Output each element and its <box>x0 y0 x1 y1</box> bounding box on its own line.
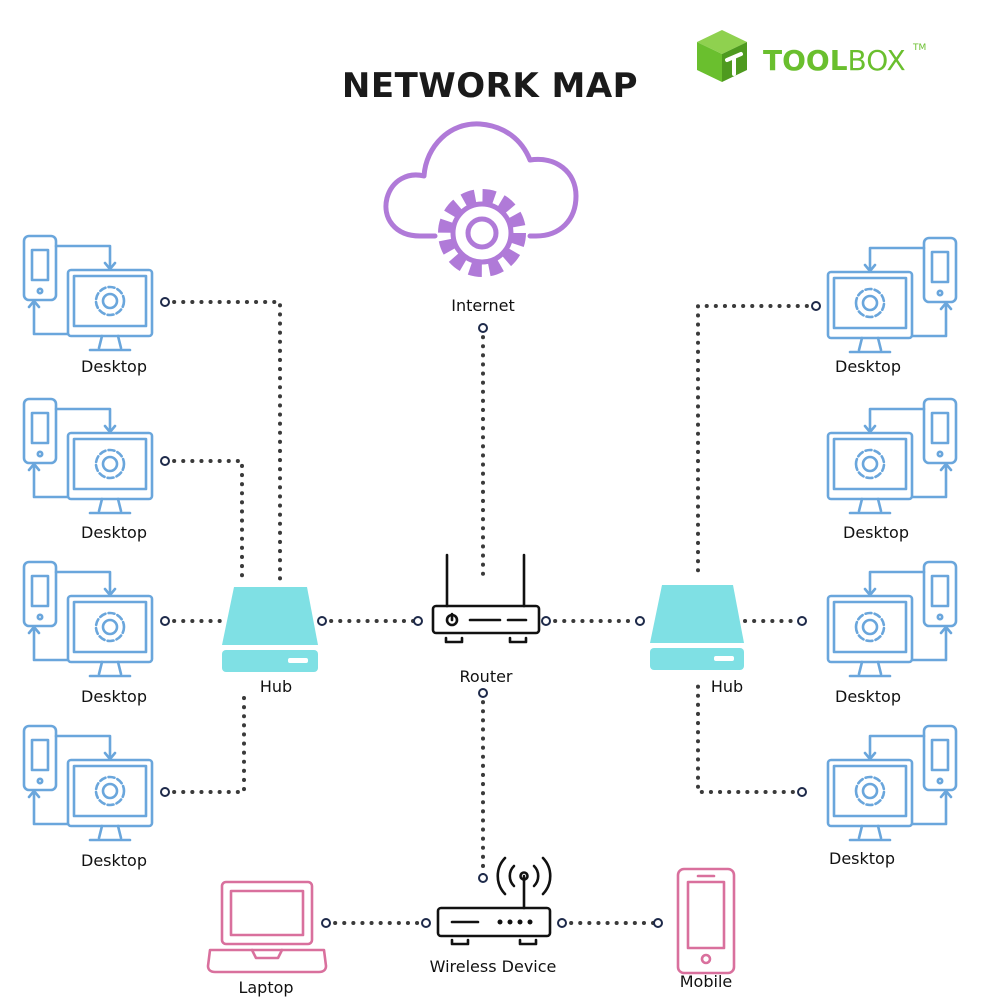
hub-right-label: Hub <box>711 677 743 696</box>
laptop-icon <box>206 880 328 974</box>
laptop-label: Laptop <box>238 978 293 997</box>
desktop-phone-sync-icon <box>826 397 958 515</box>
brand-name-bold: TOOL <box>763 44 848 77</box>
desktop-phone-sync-icon <box>22 397 154 515</box>
internet-label: Internet <box>451 296 515 315</box>
desktop-right-4: Desktop <box>826 724 958 868</box>
mobile-node: Mobile <box>676 867 736 991</box>
desktop-label: Desktop <box>81 523 147 542</box>
link-desktop8-hub-right <box>696 676 804 794</box>
link-desktop2-hub-left <box>163 459 244 582</box>
desktop-label: Desktop <box>829 849 895 868</box>
brand-name-light: BOX <box>848 44 906 77</box>
brand-wordmark: TOOLBOX <box>763 44 906 77</box>
internet-node: Internet <box>383 121 579 315</box>
cloud-gear-icon <box>383 121 579 277</box>
desktop-left-4: Desktop <box>22 724 154 870</box>
router-icon <box>431 553 541 644</box>
desktop-label: Desktop <box>81 851 147 870</box>
hub-left-label: Hub <box>260 677 292 696</box>
desktop-phone-sync-icon <box>826 724 958 842</box>
desktop-label: Desktop <box>835 687 901 706</box>
desktop-phone-sync-icon <box>826 560 958 678</box>
wireless-access-point-icon <box>436 856 552 946</box>
desktop-phone-sync-icon <box>22 560 154 678</box>
hub-icon <box>650 585 744 670</box>
hub-right-node: Hub <box>650 585 744 696</box>
hub-left-node: Hub <box>222 587 318 696</box>
desktop-right-3: Desktop <box>826 560 958 706</box>
desktop-label: Desktop <box>81 687 147 706</box>
laptop-node: Laptop <box>206 880 328 997</box>
desktop-phone-sync-icon <box>22 234 154 352</box>
hub-icon <box>222 587 318 672</box>
desktop-left-3: Desktop <box>22 560 154 706</box>
desktop-left-2: Desktop <box>22 397 154 542</box>
link-desktop4-hub-left <box>163 688 246 794</box>
cube-logo-icon <box>697 30 747 82</box>
desktop-right-1: Desktop <box>826 236 958 376</box>
wireless-device-label: Wireless Device <box>430 957 557 976</box>
desktop-phone-sync-icon <box>22 724 154 842</box>
router-label: Router <box>459 667 512 686</box>
toolbox-logo: TOOLBOX TM <box>697 30 926 82</box>
desktop-label: Desktop <box>835 357 901 376</box>
connector-endpoints <box>160 297 821 928</box>
desktop-left-1: Desktop <box>22 234 154 376</box>
desktop-right-2: Desktop <box>826 397 958 542</box>
page-title: NETWORK MAP <box>342 66 638 106</box>
wireless-device-node: Wireless Device <box>430 856 557 976</box>
mobile-phone-icon <box>676 867 736 975</box>
desktop-label: Desktop <box>81 357 147 376</box>
trademark-mark: TM <box>912 43 926 53</box>
mobile-label: Mobile <box>680 972 732 991</box>
connection-lines <box>163 300 818 925</box>
desktop-label: Desktop <box>843 523 909 542</box>
desktop-phone-sync-icon <box>826 236 958 354</box>
link-desktop5-hub-right <box>696 304 818 580</box>
link-desktop1-hub-left <box>163 300 282 582</box>
router-node: Router <box>431 553 541 686</box>
